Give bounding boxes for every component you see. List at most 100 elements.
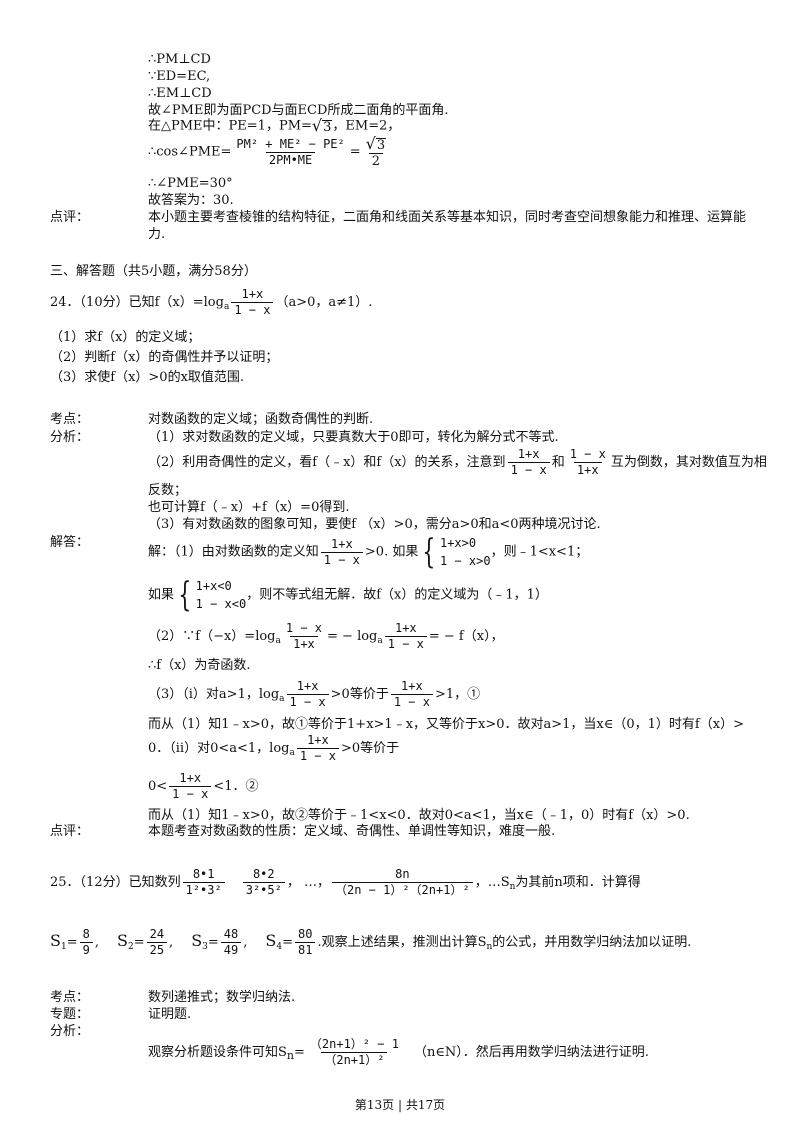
kaodian-text: 数列递推式；数学归纳法.	[148, 990, 296, 1005]
text: n	[509, 882, 516, 892]
text: 4	[276, 942, 283, 952]
label-jieda: 解答：	[50, 535, 90, 550]
text: （a>0，a≠1）.	[275, 295, 373, 310]
label-fenxi: 分析：	[50, 430, 90, 445]
text: ，则﹣1<x<1；	[490, 544, 589, 560]
review-text: 本小题主要考查棱锥的结构特征，二面角和线面关系等基本知识，同时考查空间想象能力和…	[148, 210, 747, 225]
text: （2）利用奇偶性的定义，看f（﹣x）和f（x）的关系，注意到	[148, 455, 506, 470]
solution-line: ∴f（x）为奇函数.	[148, 658, 251, 673]
text: 在△PME中：PE=1，PM=	[148, 118, 312, 134]
label-kaodian: 考点：	[50, 990, 90, 1005]
fraction: （2n+1）² − 1（2n+1）²	[309, 1037, 399, 1067]
text: 互为倒数，其对数值互为相	[610, 455, 767, 470]
text: （3）（ⅰ）对a>1，log	[148, 687, 280, 702]
text: <1．②	[213, 779, 259, 794]
text: （2）∵f（−x）=log	[148, 629, 276, 644]
text: ， …，	[286, 875, 330, 890]
text: >0等价于	[330, 687, 389, 702]
question-part: （1）求f（x）的定义域；	[50, 330, 201, 345]
text: 如果	[148, 587, 175, 603]
text: = − f（x），	[428, 629, 504, 644]
analysis-line: 也可计算f（﹣x）+f（x）=0得到.	[148, 500, 350, 515]
label-dianping: 点评：	[50, 824, 90, 839]
text: n	[486, 942, 493, 952]
analysis-line: 观察分析题设条件可知Sn=（2n+1）² − 1（2n+1）²（n∈N）．然后再…	[148, 1037, 649, 1067]
page-footer: 第13页 | 共17页	[354, 1098, 446, 1112]
text: S	[191, 931, 203, 950]
text: =	[349, 144, 361, 160]
solution-line: ∴EM⊥CD	[148, 86, 212, 101]
label-kaodian: 考点：	[50, 412, 90, 427]
text: a	[377, 636, 383, 646]
text: 0<	[148, 779, 168, 794]
text: 3	[202, 942, 208, 952]
section-heading: 三、解答题（共5小题，满分58分）	[50, 264, 257, 279]
text: 观察分析题设条件可知S	[148, 1045, 287, 1060]
analysis-line: 反数；	[148, 483, 188, 498]
text: ，…S	[474, 875, 510, 890]
text: >1，①	[434, 687, 481, 702]
review-label: 点评：	[50, 210, 90, 225]
text: n	[286, 1049, 294, 1062]
text: ，则不等式组无解．故f（x）的定义域为（﹣1，1）	[246, 587, 548, 603]
solution-line: 故答案为：30.	[148, 193, 234, 208]
solution-line: ∴∠PME=30°	[148, 176, 233, 191]
text: ∴cos∠PME=	[148, 144, 232, 160]
text: 解：（1）由对数函数的定义知	[148, 544, 319, 560]
label-zhuanti: 专题：	[50, 1007, 90, 1022]
solution-line: ∵ED=EC,	[148, 69, 211, 84]
solution-line: 在△PME中：PE=1，PM=√3，EM=2，	[148, 118, 401, 135]
kaodian-text: 对数函数的定义域；函数奇偶性的判断.	[148, 412, 374, 427]
text: a	[223, 302, 230, 312]
text: S	[116, 931, 128, 950]
solution-line: 故∠PME即为面PCD与面ECD所成二面角的平面角.	[148, 103, 449, 118]
text: >0等价于	[340, 741, 400, 756]
text: 24．（10分）已知f（x）=log	[50, 295, 224, 310]
text: 25．（12分）已知数列	[50, 875, 181, 890]
solution-line: 而从（1）知1﹣x>0，故①等价于1+x>1﹣x，又等价于x>0．故对a>1，当…	[148, 717, 744, 732]
text: a	[275, 636, 281, 646]
text: 0．（ⅱ）对0<a<1，log	[148, 741, 290, 756]
question-part: （3）求使f（x）>0的x取值范围.	[50, 370, 245, 385]
text: （n∈N）．然后再用数学归纳法进行证明.	[413, 1045, 649, 1060]
text: >0. 如果	[364, 544, 419, 560]
text: S	[50, 931, 61, 950]
text: a	[279, 694, 285, 704]
solution-line: 而从（1）知1﹣x>0，故②等价于﹣1<x<0．故对0<a<1，当x∈（﹣1，0…	[148, 808, 690, 823]
text: = − log	[327, 629, 378, 644]
question-part: （2）判断f（x）的奇偶性并予以证明；	[50, 350, 279, 365]
text: 和	[551, 455, 565, 470]
zhuanti-text: 证明题.	[148, 1007, 192, 1022]
text: .观察上述结果，推测出计算S	[317, 935, 487, 950]
text: ，EM=2，	[332, 118, 401, 134]
review-text: 力.	[148, 227, 166, 242]
